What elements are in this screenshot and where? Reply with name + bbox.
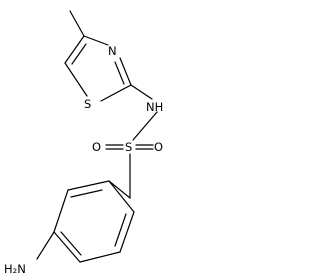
bond-c5-c4: [64, 35, 85, 64]
sulfonyl-oxygen-left-label: O: [92, 140, 101, 154]
bond-c5-c4-inner: [71, 43, 87, 65]
molecule-structure: N S NH S O O H₂N: [4, 10, 163, 276]
bond-c2-nh: [130, 84, 153, 100]
bond-ring-6: [108, 180, 135, 213]
bond-c2-s1: [100, 84, 132, 102]
sulfonyl-oxygen-right-label: O: [154, 140, 163, 154]
bond-c4-n3: [83, 35, 109, 46]
bond-n3-c2: [119, 57, 132, 86]
bond-ring-5: [119, 211, 135, 253]
bond-s1-c5: [64, 62, 88, 97]
bond-ring-1: [67, 180, 110, 191]
bond-ring-inner-3: [114, 213, 127, 247]
benzene-ring: H₂N: [4, 180, 135, 276]
thiazole-sulfur-label: S: [84, 97, 91, 111]
bond-methyl: [69, 10, 85, 37]
bond-n3-c2-inner: [114, 61, 125, 85]
bond-nh-s: [132, 111, 158, 141]
amine-label: H₂N: [4, 262, 26, 276]
bond-ring-3: [53, 231, 81, 263]
thiazole-ring: N S: [64, 10, 132, 111]
bond-ring-2: [53, 189, 69, 233]
bond-ring-4: [79, 251, 121, 263]
bond-ring-inner-2: [60, 231, 82, 256]
sulfonamide-group: NH S O O: [92, 84, 163, 199]
bond-ring-inner-1: [70, 189, 103, 198]
bond-ch2-ring: [108, 180, 131, 199]
bond-ring-amine: [36, 231, 55, 260]
thiazole-nitrogen-label: N: [108, 44, 117, 58]
sulfonyl-sulfur-label: S: [125, 140, 132, 154]
amide-nh-label: NH: [146, 100, 163, 114]
